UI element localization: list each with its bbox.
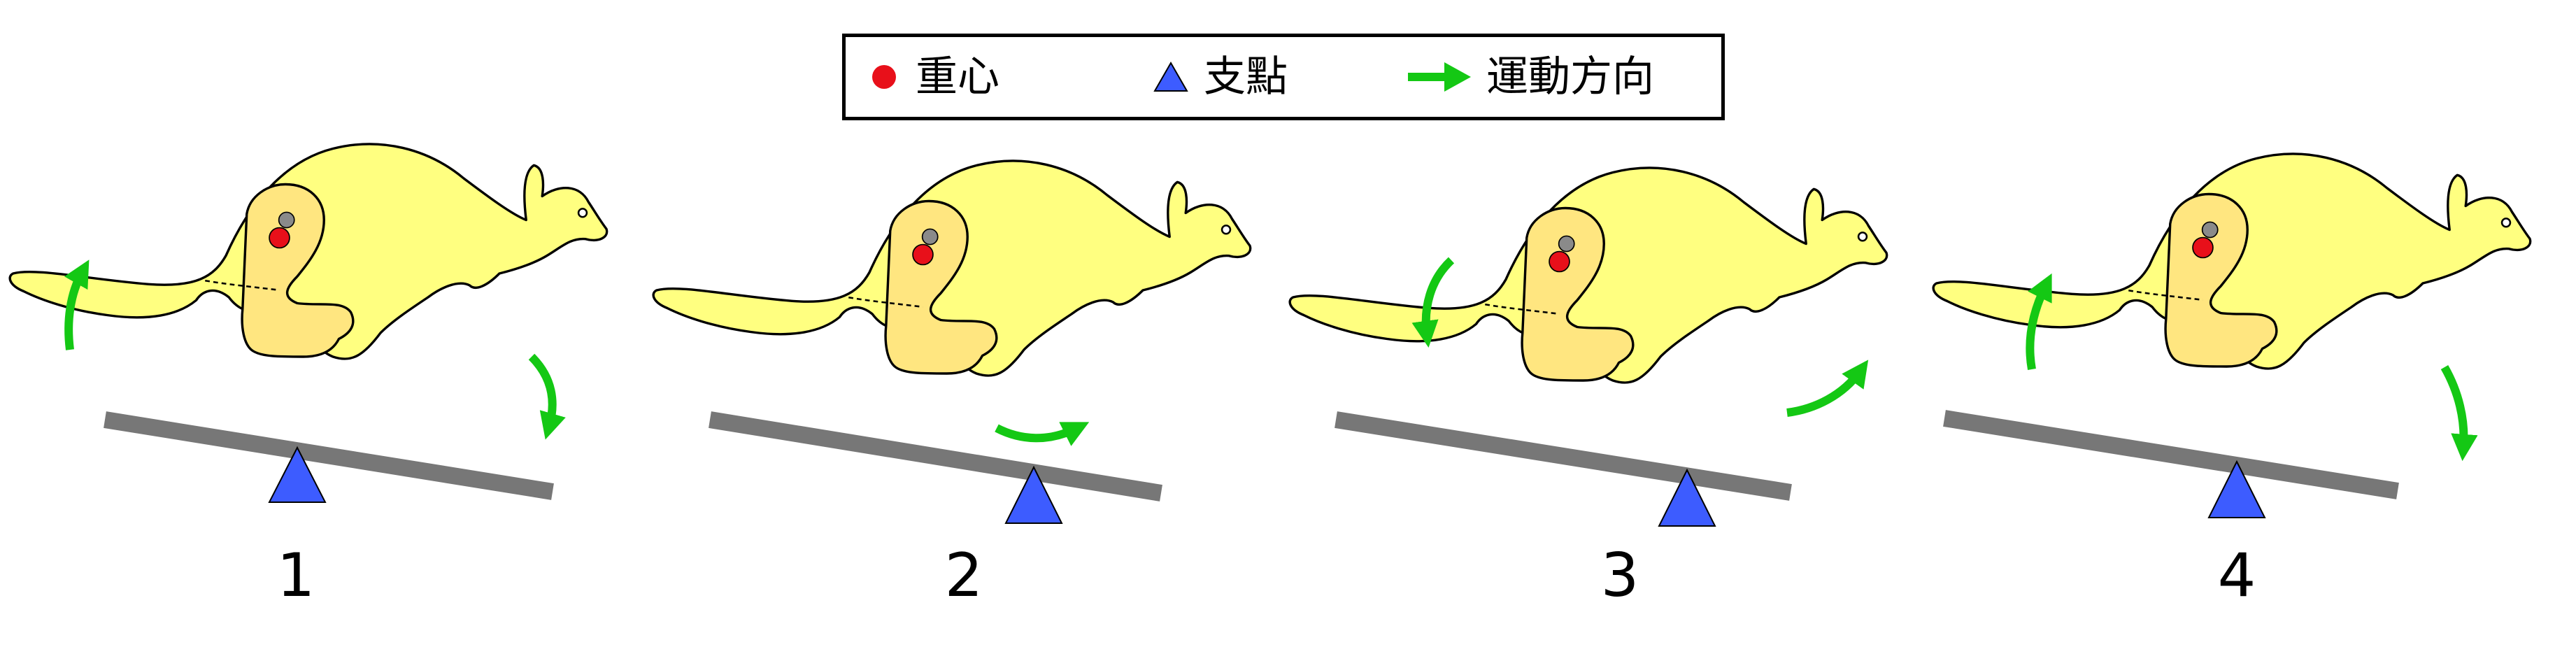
- green-arrow-icon: [2026, 273, 2052, 371]
- kangaroo-body: [8, 143, 609, 360]
- frame-number-2: 2: [944, 541, 983, 611]
- green-arrow-icon: [1411, 257, 1455, 348]
- frame-4: [1932, 152, 2532, 518]
- green-arrow-icon: [2440, 365, 2478, 462]
- seesaw-beam: [709, 411, 1162, 502]
- red-dot-icon: [872, 65, 896, 89]
- seesaw-beam: [104, 411, 554, 500]
- fulcrum-triangle-icon: [268, 446, 327, 503]
- fulcrum-triangle-icon: [1004, 465, 1063, 524]
- green-arrow-icon: [64, 259, 90, 350]
- legend-item-direction-of-motion: 運動方向: [1405, 37, 1654, 117]
- fulcrum-triangle-icon: [1658, 468, 1716, 527]
- blue-triangle-icon: [1153, 62, 1188, 92]
- fulcrum-triangle-icon: [2207, 460, 2266, 518]
- frame-1: [8, 143, 609, 503]
- frame-number-4: 4: [2217, 541, 2256, 611]
- kangaroo-body: [1288, 166, 1888, 384]
- legend-label-direction-of-motion: 運動方向: [1486, 52, 1654, 101]
- legend-item-fulcrum: 支點: [1153, 37, 1288, 117]
- frame-number-1: 1: [276, 541, 315, 611]
- legend-label-center-of-gravity: 重心: [916, 52, 999, 101]
- seesaw-beam: [1943, 410, 2399, 499]
- frame-2: [652, 159, 1252, 524]
- legend-label-fulcrum: 支點: [1204, 52, 1288, 101]
- frame-number-3: 3: [1600, 541, 1639, 611]
- green-arrow-icon: [995, 422, 1090, 446]
- legend-box: 重心 支點 運動方向: [842, 34, 1725, 120]
- kangaroo-body: [652, 159, 1252, 377]
- green-arrow-icon: [1408, 62, 1471, 92]
- seesaw-beam: [1335, 411, 1792, 501]
- green-arrow-icon: [528, 353, 566, 440]
- legend-item-center-of-gravity: 重心: [872, 37, 999, 117]
- frame-3: [1288, 166, 1888, 527]
- kangaroo-body: [1932, 152, 2532, 370]
- green-arrow-icon: [1786, 360, 1869, 417]
